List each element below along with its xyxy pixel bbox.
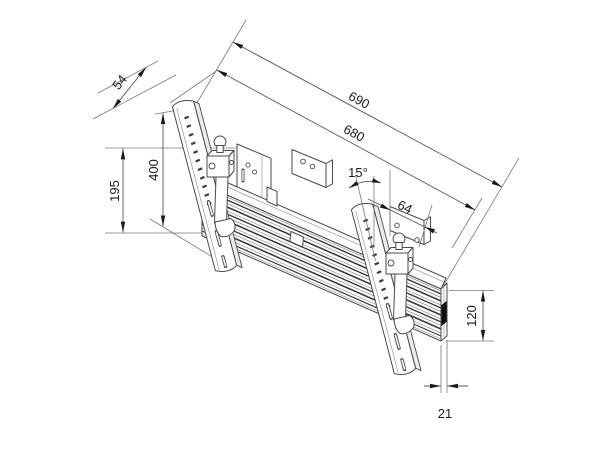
dimension-hole-spacing-64	[367, 170, 438, 248]
dimension-rail-680	[216, 69, 483, 249]
rail-slider-clip-left	[289, 231, 304, 248]
clamp-hook	[214, 218, 236, 238]
dim-label-overall-width: 690	[346, 88, 372, 111]
dim-label-rail-height: 120	[464, 305, 479, 327]
wall-plate-outer-left	[291, 149, 333, 188]
clamp-right	[385, 232, 415, 335]
clamp-bar	[214, 176, 229, 224]
dim-label-hole-spacing: 64	[395, 197, 415, 217]
dimension-bracket-width-54	[92, 60, 177, 120]
dim-label-rail-length: 680	[341, 121, 367, 145]
knob-stem	[216, 144, 224, 153]
dim-label-vesa-height: 400	[146, 159, 161, 181]
bracket-mount-slots	[206, 199, 228, 269]
rail-end-cap	[440, 282, 448, 342]
dim-label-total-height: 195	[107, 180, 122, 202]
dim-label-rail-depth: 21	[438, 406, 452, 421]
dimension-depth-21	[424, 340, 468, 393]
extension-lines-left	[169, 19, 247, 114]
dim-label-bracket-width: 54	[109, 72, 130, 93]
dimension-rail-height-120	[446, 290, 494, 342]
dimension-tilt-15deg	[348, 174, 382, 262]
rail-end-lock	[441, 301, 447, 326]
locking-knob	[213, 135, 227, 146]
dim-label-tilt-angle: 15°	[348, 165, 368, 180]
